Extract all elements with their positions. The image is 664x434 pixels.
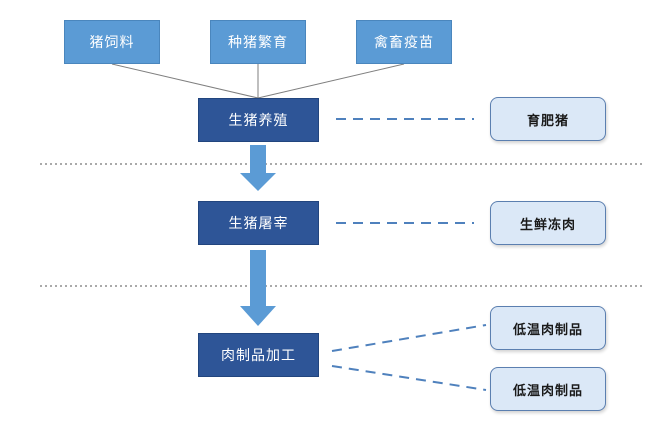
- input-box-breeding: 种猪繁育: [210, 20, 306, 64]
- input-label: 禽畜疫苗: [374, 35, 434, 51]
- link-stage-3-product-b: [331, 365, 487, 391]
- product-label: 育肥猪: [526, 113, 569, 129]
- arrow-stage-1-to-2: [240, 145, 276, 191]
- product-box-low-temp-meat-a: 低温肉制品: [490, 306, 606, 350]
- product-label: 生鲜冻肉: [519, 217, 576, 233]
- input-box-vaccine: 禽畜疫苗: [356, 20, 452, 64]
- connector-input-2: [257, 63, 405, 99]
- connector-input-0: [111, 63, 259, 99]
- product-label: 低温肉制品: [512, 322, 583, 338]
- product-box-fresh-frozen-meat: 生鲜冻肉: [490, 201, 606, 245]
- stage-label: 生猪养殖: [228, 113, 289, 129]
- stage-box-processing: 肉制品加工: [198, 333, 319, 377]
- stage-box-slaughter: 生猪屠宰: [198, 201, 319, 245]
- input-label: 种猪繁育: [228, 35, 288, 51]
- stage-box-farming: 生猪养殖: [198, 98, 319, 142]
- stage-label: 生猪屠宰: [228, 216, 289, 232]
- product-box-fattened-pig: 育肥猪: [490, 97, 606, 141]
- input-label: 猪饲料: [89, 35, 135, 51]
- product-label: 低温肉制品: [512, 383, 583, 399]
- stage-label: 肉制品加工: [221, 348, 296, 364]
- product-box-low-temp-meat-b: 低温肉制品: [490, 367, 606, 411]
- link-stage-3-product-a: [331, 324, 487, 352]
- arrow-stage-2-to-3: [240, 250, 276, 326]
- input-box-feed: 猪饲料: [64, 20, 160, 64]
